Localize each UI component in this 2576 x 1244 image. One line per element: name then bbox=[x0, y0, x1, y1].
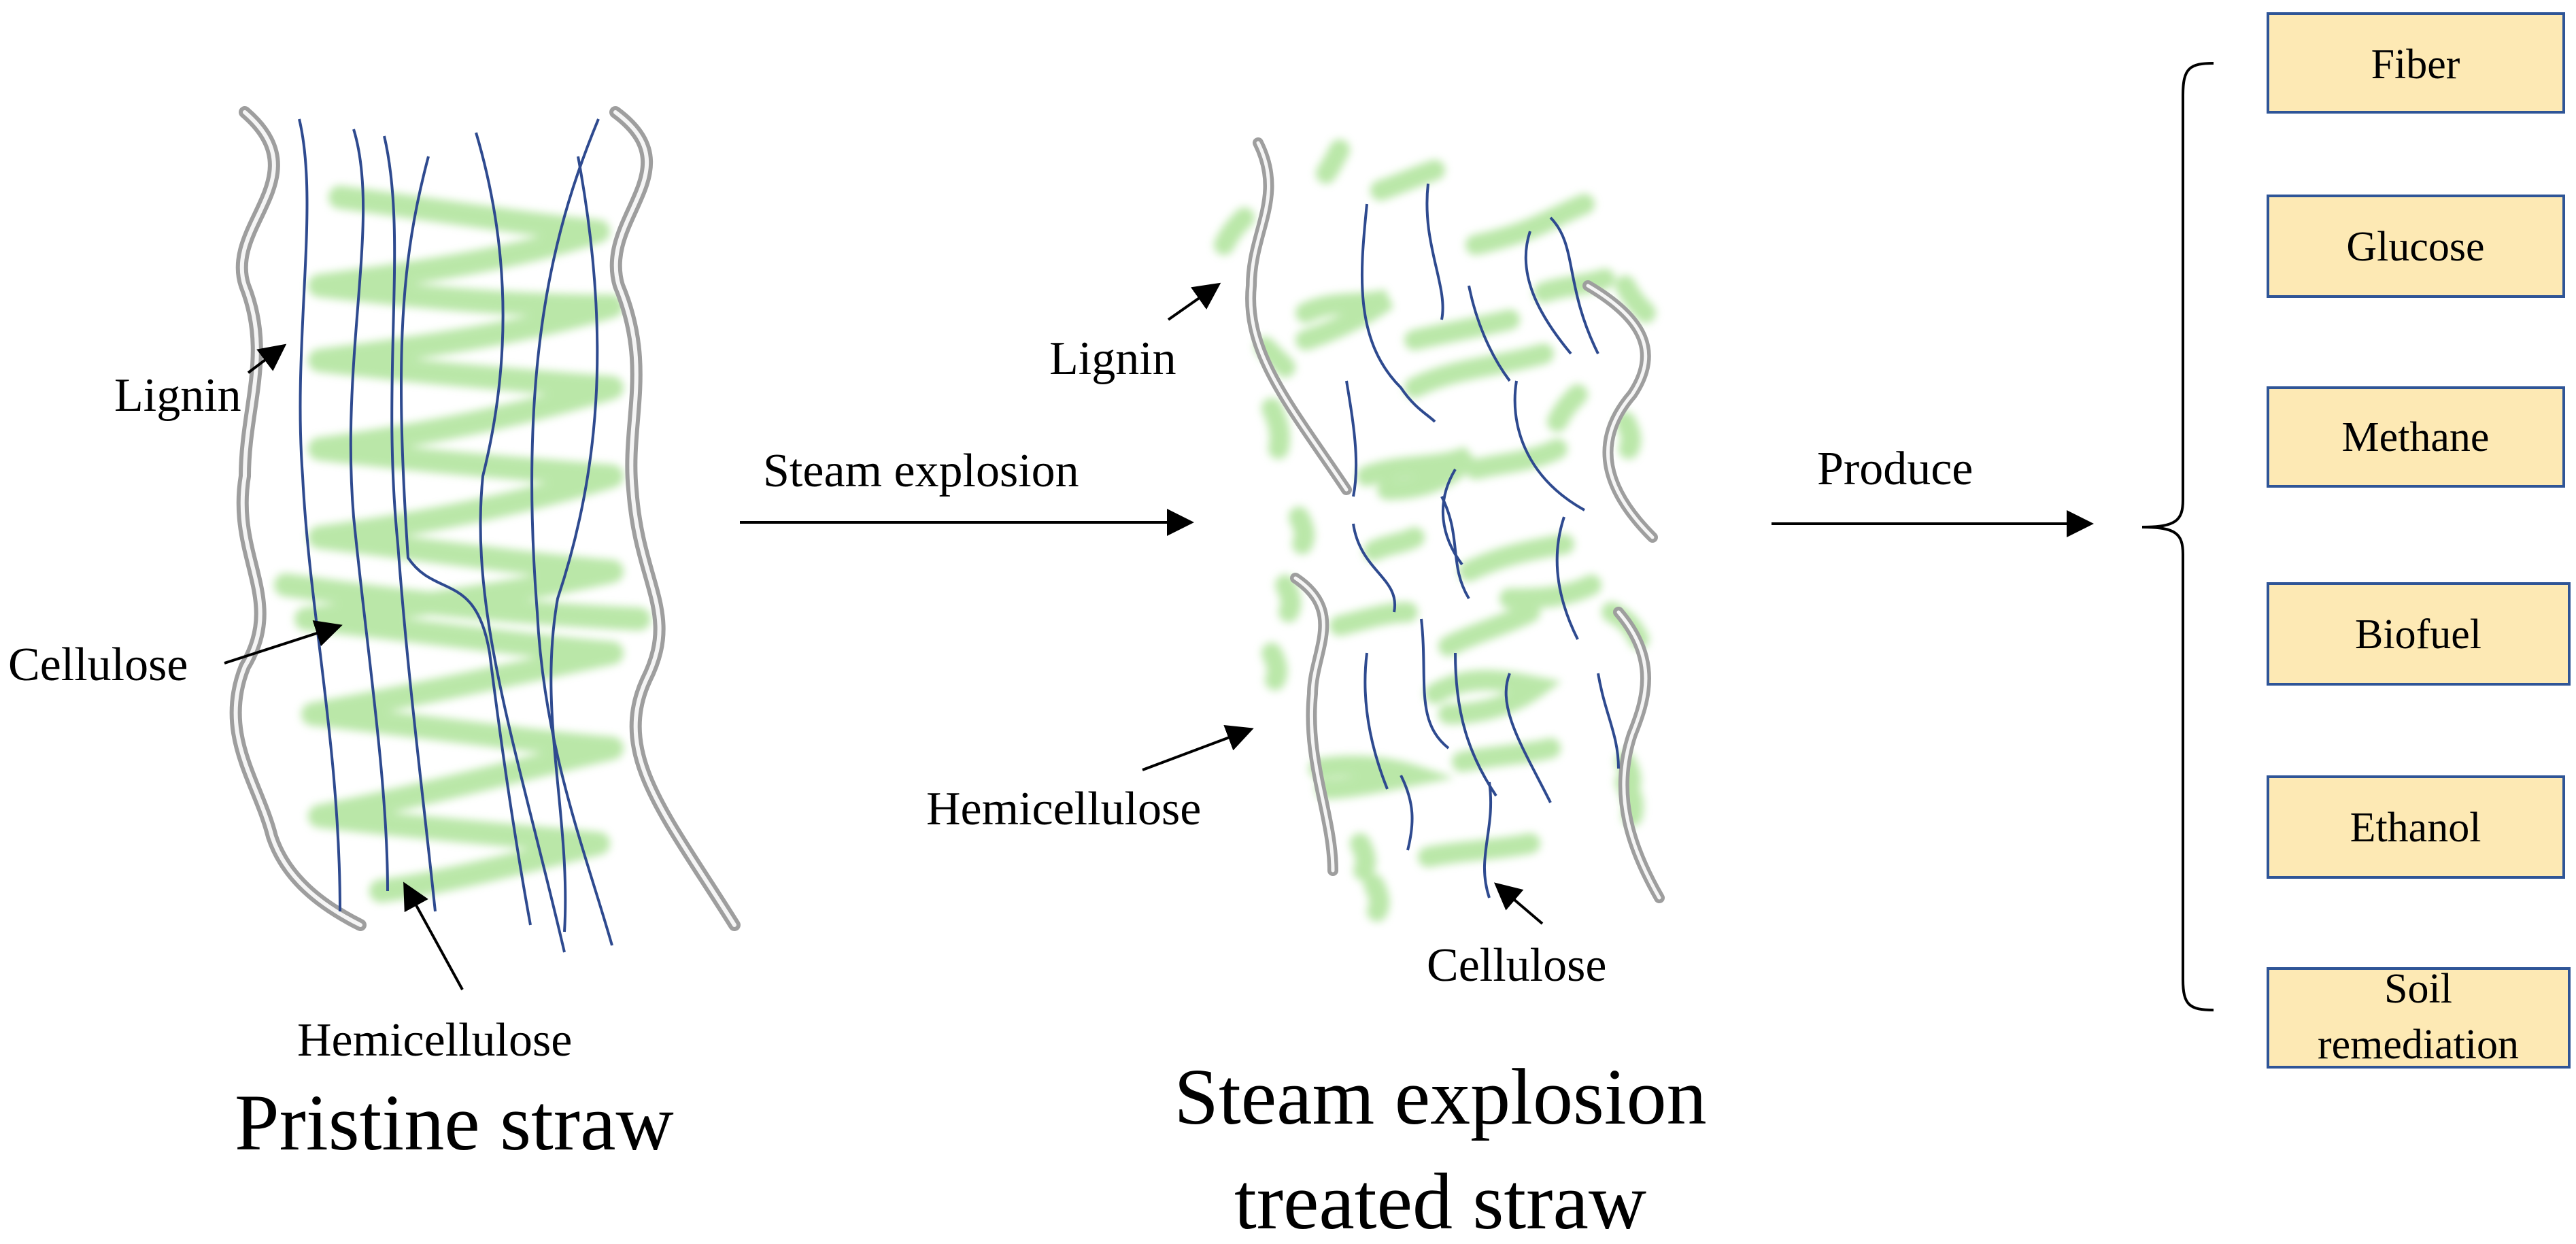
product-label-fiber: Fiber bbox=[2371, 41, 2460, 88]
cellulose-fragments-middle bbox=[1345, 183, 1620, 898]
product-label-ethanol: Ethanol bbox=[2350, 805, 2481, 851]
produce-arrow: Produce bbox=[1772, 443, 2094, 537]
product-box-biofuel: Biofuel bbox=[2267, 582, 2571, 686]
hemicellulose-label-middle: Hemicellulose bbox=[926, 783, 1201, 835]
product-label-methane: Methane bbox=[2342, 414, 2490, 460]
pristine-straw-illustration: Lignin Cellulose Hemicellulose Pristine … bbox=[8, 106, 741, 1167]
steam-explosion-arrow: Steam explosion bbox=[740, 445, 1194, 536]
product-box-fiber: Fiber bbox=[2267, 12, 2565, 114]
produce-arrow-label: Produce bbox=[1817, 443, 1973, 495]
label-arrows-middle bbox=[1142, 282, 1544, 925]
product-box-methane: Methane bbox=[2267, 386, 2565, 488]
cellulose-label-left: Cellulose bbox=[8, 639, 188, 691]
lignin-fragments-middle bbox=[1245, 137, 1665, 903]
product-box-ethanol: Ethanol bbox=[2267, 775, 2565, 879]
lignin-strands-left bbox=[229, 106, 741, 931]
lignin-label-middle: Lignin bbox=[1049, 333, 1176, 385]
steam-explosion-arrow-label: Steam explosion bbox=[763, 445, 1079, 497]
pristine-straw-title: Pristine straw bbox=[235, 1078, 674, 1167]
product-label-soil: Soil bbox=[2384, 966, 2452, 1012]
product-label-biofuel: Biofuel bbox=[2355, 611, 2481, 658]
product-label-remediation: remediation bbox=[2318, 1022, 2519, 1068]
product-boxes: Fiber Glucose Methane Biofuel Ethanol So… bbox=[2267, 12, 2571, 1069]
label-arrows-left bbox=[224, 343, 464, 990]
treated-straw-title-line1: Steam explosion bbox=[1174, 1052, 1706, 1141]
hemicellulose-strands-left bbox=[274, 186, 651, 903]
hemicellulose-label-left: Hemicellulose bbox=[297, 1014, 572, 1066]
products-brace bbox=[2141, 62, 2214, 1011]
treated-straw-illustration: Lignin Hemicellulose Cellulose Steam exp… bbox=[926, 137, 1707, 1244]
treated-straw-title-line2: treated straw bbox=[1234, 1157, 1646, 1244]
cellulose-strands-left bbox=[298, 118, 613, 953]
cellulose-label-middle: Cellulose bbox=[1427, 939, 1606, 992]
product-box-soil-remediation: Soil remediation bbox=[2267, 966, 2571, 1069]
product-label-glucose: Glucose bbox=[2346, 224, 2484, 270]
product-box-glucose: Glucose bbox=[2267, 195, 2565, 298]
lignin-label-left: Lignin bbox=[114, 369, 241, 422]
